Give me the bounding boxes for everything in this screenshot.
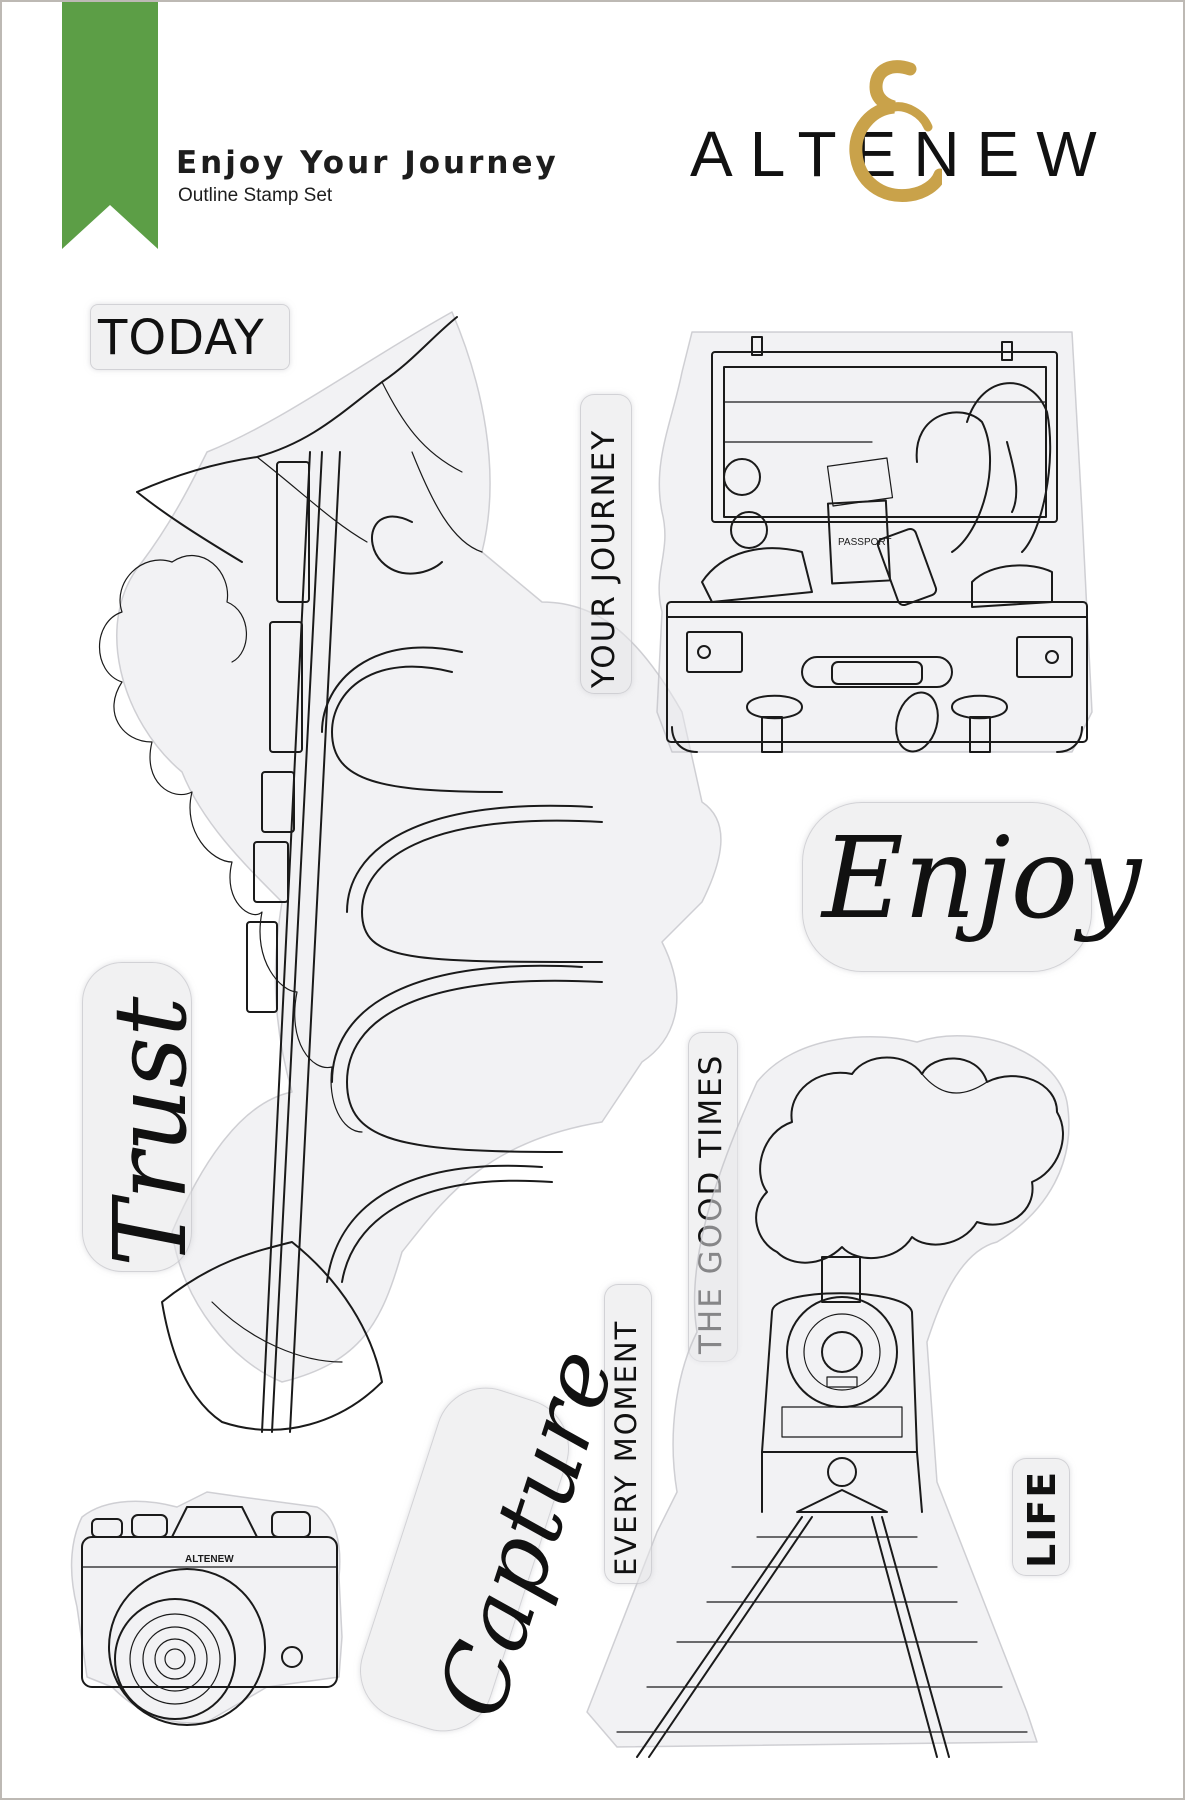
mountain-viaduct-train-stamp-icon [99, 311, 722, 1433]
stamp-word-life: LIFE [1020, 1469, 1064, 1568]
stamp-your-journey: YOUR JOURNEY [580, 394, 632, 694]
product-title: Enjoy Your Journey [176, 145, 559, 181]
stamp-capture: Capture [346, 1337, 636, 1745]
product-subtitle: Outline Stamp Set [178, 185, 333, 206]
stamp-word-every-moment: EVERY MOMENT [609, 1319, 643, 1576]
passport-label: PASSPORT [838, 537, 892, 548]
stamp-word-today: TODAY [98, 310, 265, 366]
stamp-trust: Trust [72, 962, 209, 1272]
camera-brand-label: ALTENEW [185, 1554, 234, 1565]
green-ribbon-icon [62, 2, 158, 249]
camera-stamp-icon: ALTENEW [70, 1491, 343, 1726]
stamp-script-trust: Trust [92, 996, 209, 1267]
brand-logo: ALTENEW [682, 57, 1162, 217]
stamp-word-your-journey: YOUR JOURNEY [586, 428, 622, 688]
stamp-life: LIFE [1012, 1458, 1070, 1576]
stamp-today: TODAY [90, 304, 290, 370]
steam-locomotive-tracks-stamp-icon [586, 1035, 1070, 1758]
open-suitcase-stamp-icon: PASSPORT [656, 331, 1093, 753]
brand-name: ALTENEW [690, 118, 1114, 190]
stamp-every-moment: EVERY MOMENT [604, 1284, 652, 1584]
stamp-script-enjoy: Enjoy [822, 814, 1142, 944]
stamp-enjoy: Enjoy [802, 792, 1141, 982]
gold-e-flourish-icon [849, 60, 942, 203]
